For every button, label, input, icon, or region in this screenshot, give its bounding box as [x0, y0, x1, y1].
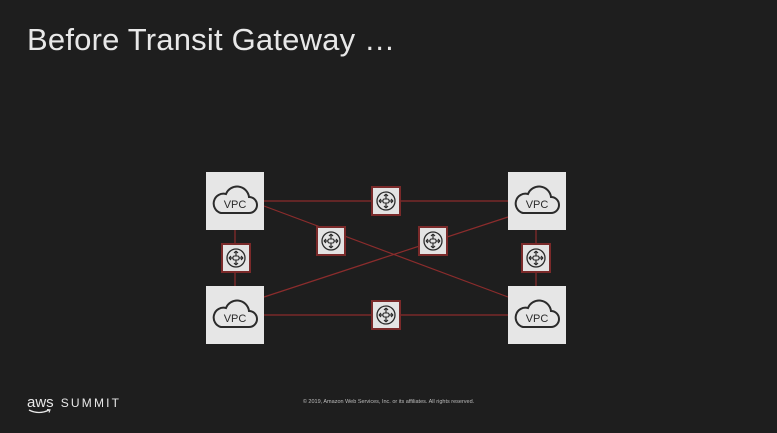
- svg-text:VPC: VPC: [526, 313, 549, 325]
- router-icon: [321, 231, 341, 251]
- connection-diagonal-down: [263, 205, 509, 298]
- peering-router-bottom: [371, 300, 401, 330]
- vpc-top-right: VPC: [508, 172, 566, 230]
- vpc-bottom-right: VPC: [508, 286, 566, 344]
- peering-router-diagonal-right: [418, 226, 448, 256]
- copyright-notice: © 2019, Amazon Web Services, Inc. or its…: [0, 399, 777, 405]
- peering-router-diagonal-left: [316, 226, 346, 256]
- router-icon: [526, 248, 546, 268]
- cloud-icon: VPC: [514, 185, 560, 214]
- cloud-icon: VPC: [212, 185, 258, 214]
- router-icon: [423, 231, 443, 251]
- aws-logo-text: aws: [27, 394, 54, 414]
- aws-summit-logo: aws SUMMIT: [27, 394, 122, 414]
- aws-wordmark: aws: [27, 394, 54, 411]
- cloud-icon: VPC: [514, 299, 560, 328]
- aws-smile-icon: [28, 409, 51, 414]
- cloud-icon: VPC: [212, 299, 258, 328]
- peering-router-right: [521, 243, 551, 273]
- peering-router-top: [371, 186, 401, 216]
- router-icon: [226, 248, 246, 268]
- connection-diagonal-up: [263, 216, 509, 298]
- svg-text:VPC: VPC: [224, 199, 247, 211]
- peering-router-left: [221, 243, 251, 273]
- vpc-bottom-left: VPC: [206, 286, 264, 344]
- summit-wordmark: SUMMIT: [60, 396, 122, 410]
- vpc-top-left: VPC: [206, 172, 264, 230]
- copyright-text: © 2019, Amazon Web Services, Inc. or its…: [302, 399, 475, 405]
- router-icon: [376, 191, 396, 211]
- svg-text:VPC: VPC: [224, 313, 247, 325]
- router-icon: [376, 305, 396, 325]
- slide-title: Before Transit Gateway …: [27, 22, 396, 57]
- svg-text:VPC: VPC: [526, 199, 549, 211]
